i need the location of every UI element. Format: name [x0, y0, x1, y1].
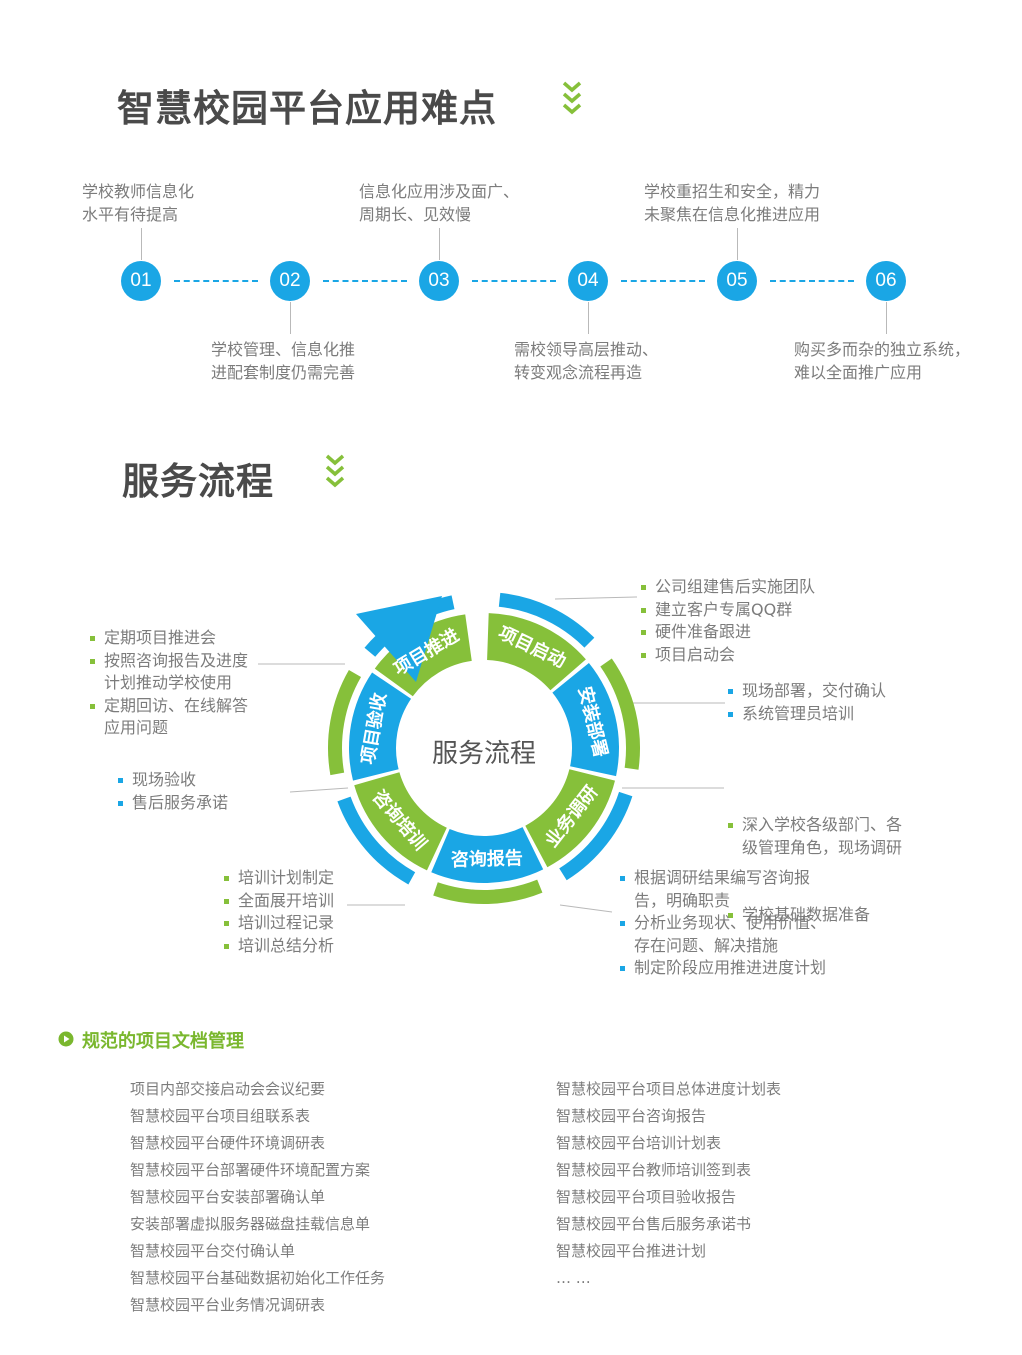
note-item: 按照咨询报告及进度 计划推动学校使用 [90, 650, 248, 695]
connector-line [588, 302, 589, 334]
segment-2 [552, 663, 619, 777]
note-item: 定期回访、在线解答 应用问题 [90, 695, 248, 740]
segment-6 [348, 672, 412, 781]
document-item: 智慧校园平台推进计划 [556, 1242, 707, 1260]
service-title: 服务流程 [122, 460, 274, 503]
segment-1 [487, 613, 586, 691]
document-item: 智慧校园平台项目总体进度计划表 [556, 1080, 782, 1098]
connector-line [290, 302, 291, 334]
segment-3 [525, 769, 615, 868]
documents-title: 规范的项目文档管理 [82, 1031, 244, 1052]
note-item: 分析业务现状、使用价值、 存在问题、解决措施 [620, 912, 826, 957]
step-circle-06: 06 [866, 261, 906, 301]
cycle-arrow-head [356, 596, 442, 682]
note-item: 培训计划制定 [224, 867, 334, 890]
outer-arc-1 [498, 592, 595, 648]
document-item: 智慧校园平台项目验收报告 [556, 1188, 737, 1206]
notes-project-start: 公司组建售后实施团队 建立客户专属QQ群 硬件准备跟进 项目启动会 [641, 576, 815, 666]
document-item: 智慧校园平台培训计划表 [556, 1134, 722, 1152]
note-item: 现场部署，交付确认 [728, 680, 886, 703]
document-item: 智慧校园平台基础数据初始化工作任务 [130, 1269, 386, 1287]
notes-training: 培训计划制定 全面展开培训 培训过程记录 培训总结分析 [224, 867, 334, 957]
document-item: 安装部署虚拟服务器磁盘挂载信息单 [130, 1215, 371, 1233]
segment-label: 咨询报告 [451, 847, 524, 871]
note-item: 公司组建售后实施团队 [641, 576, 815, 599]
step-circle-05: 05 [717, 261, 757, 301]
document-item: 智慧校园平台安装部署确认单 [130, 1188, 326, 1206]
notes-advance: 定期项目推进会 按照咨询报告及进度 计划推动学校使用 定期回访、在线解答 应用问… [90, 627, 248, 740]
timeline-dash [174, 280, 258, 282]
note-item: 硬件准备跟进 [641, 621, 815, 644]
timeline-dash [770, 280, 854, 282]
step-circle-01: 01 [121, 261, 161, 301]
note-item: 学校基础数据准备 [728, 904, 902, 927]
timeline-dash [621, 280, 705, 282]
notes-deploy: 现场部署，交付确认 系统管理员培训 [728, 680, 886, 725]
double-chevron-down-icon [325, 454, 345, 488]
note-item: 全面展开培训 [224, 890, 334, 913]
note-item: 售后服务承诺 [118, 792, 228, 815]
connector-line [289, 787, 349, 793]
connector-line [141, 228, 142, 260]
notes-report: 根据调研结果编写咨询报 告，明确职责 分析业务现状、使用价值、 存在问题、解决措… [620, 867, 826, 980]
outer-arc-4 [433, 879, 543, 904]
segment-5 [354, 772, 447, 871]
double-chevron-down-icon [562, 81, 582, 115]
step-circle-03: 03 [419, 261, 459, 301]
note-item: 深入学校各级部门、各 级管理角色，现场调研 [728, 814, 902, 859]
connector-line [886, 302, 887, 334]
difficulty-text-01: 学校教师信息化 水平有待提高 [82, 182, 195, 224]
difficulty-text-06: 购买多而杂的独立系统， 难以全面推广应用 [794, 340, 971, 382]
note-item: 建立客户专属QQ群 [641, 599, 815, 622]
documents-left-list: 项目内部交接启动会会议纪要 智慧校园平台项目组联系表 智慧校园平台硬件环境调研表… [130, 1076, 385, 1319]
documents-right-list: 智慧校园平台项目总体进度计划表 智慧校园平台咨询报告 智慧校园平台培训计划表 智… [556, 1076, 781, 1292]
note-item: 现场验收 [118, 769, 228, 792]
cycle-center-label: 服务流程 [432, 739, 536, 769]
notes-acceptance: 现场验收 售后服务承诺 [118, 769, 228, 814]
timeline-dash [323, 280, 407, 282]
notes-research: 深入学校各级部门、各 级管理角色，现场调研 学校基础数据准备 [728, 769, 902, 949]
document-item: 智慧校园平台项目组联系表 [130, 1107, 311, 1125]
connector-line [559, 904, 613, 913]
note-item: 系统管理员培训 [728, 703, 886, 726]
document-item: 智慧校园平台售后服务承诺书 [556, 1215, 752, 1233]
note-item: 定期项目推进会 [90, 627, 248, 650]
outer-arc-2 [600, 658, 640, 770]
document-item: 智慧校园平台硬件环境调研表 [130, 1134, 326, 1152]
document-item: 智慧校园平台教师培训签到表 [556, 1161, 752, 1179]
step-circle-04: 04 [568, 261, 608, 301]
difficulty-text-02: 学校管理、信息化推 进配套制度仍需完善 [211, 340, 356, 382]
difficulty-text-04: 需校领导高层推动、 转变观念流程再造 [514, 340, 659, 382]
document-item: 项目内部交接启动会会议纪要 [130, 1080, 326, 1098]
outer-arc-3 [559, 791, 633, 881]
document-item: 智慧校园平台咨询报告 [556, 1107, 707, 1125]
note-connectors [258, 596, 725, 913]
connector-line [554, 596, 638, 600]
note-item: 根据调研结果编写咨询报 告，明确职责 [620, 867, 826, 912]
difficulty-text-05: 学校重招生和安全，精力 未聚焦在信息化推进应用 [644, 182, 821, 224]
note-item: 制定阶段应用推进进度计划 [620, 957, 826, 980]
circle-play-icon [58, 1031, 74, 1047]
note-item: 培训总结分析 [224, 935, 334, 958]
difficulties-title: 智慧校园平台应用难点 [117, 87, 497, 130]
note-item: 培训过程记录 [224, 912, 334, 935]
document-item: 智慧校园平台部署硬件环境配置方案 [130, 1161, 371, 1179]
outer-arc-6 [327, 670, 362, 776]
document-item: … … [556, 1269, 591, 1287]
step-circle-02: 02 [270, 261, 310, 301]
document-item: 智慧校园平台交付确认单 [130, 1242, 296, 1260]
note-item: 项目启动会 [641, 644, 815, 667]
difficulty-text-03: 信息化应用涉及面广、 周期长、见效慢 [359, 182, 520, 224]
connector-line [439, 228, 440, 260]
document-item: 智慧校园平台业务情况调研表 [130, 1296, 326, 1314]
timeline-dash [472, 280, 556, 282]
connector-line [737, 228, 738, 260]
outer-arc-5 [337, 796, 416, 885]
segment-4 [431, 827, 544, 883]
